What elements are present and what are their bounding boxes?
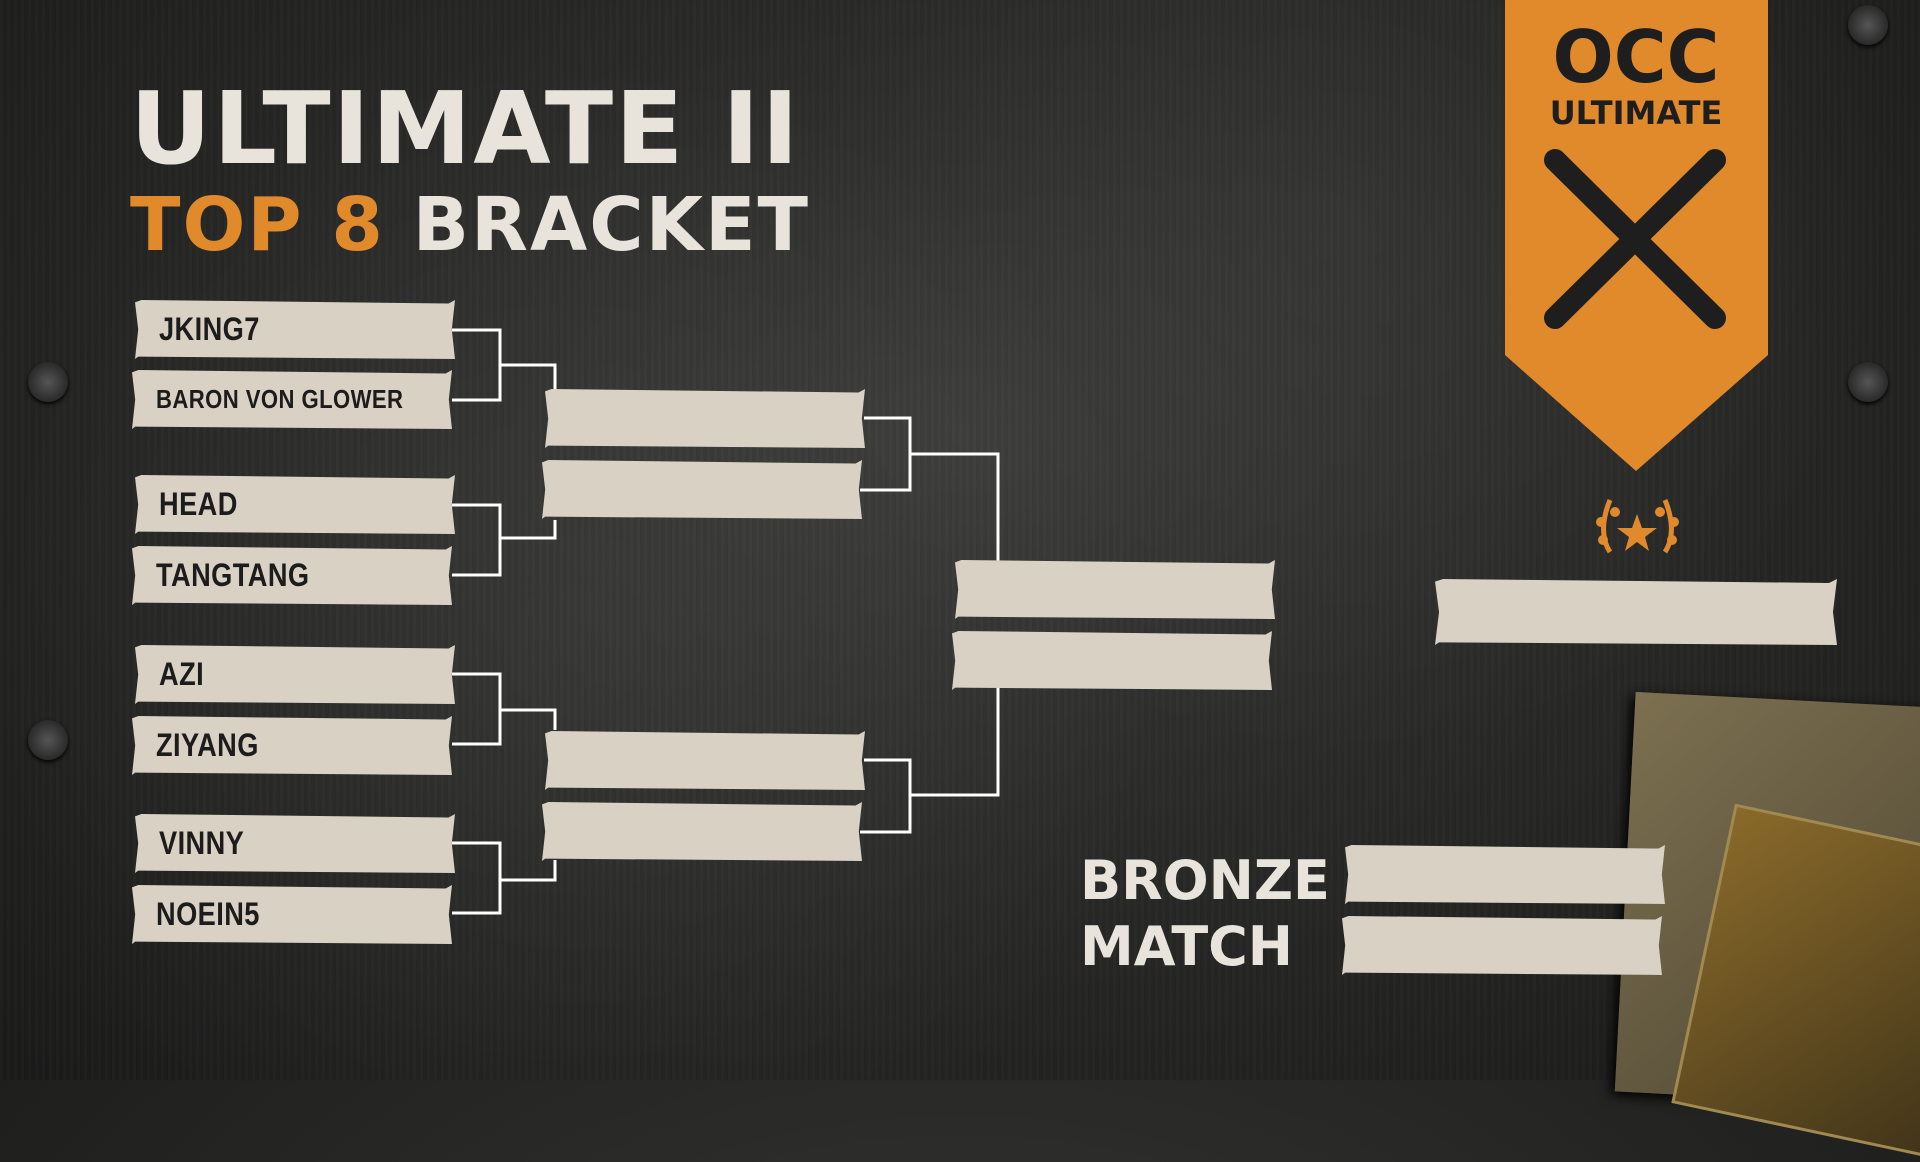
occ-ultimate-logo: OCC ULTIMATE: [1505, 0, 1768, 471]
bronze-label-line2: MATCH: [1080, 915, 1293, 978]
player-name: BARON VON GLOWER: [156, 384, 404, 414]
bolt-icon: [1848, 362, 1888, 402]
bracket-slot-r1[interactable]: NOEIN5: [132, 885, 452, 944]
bracket-slot-r1[interactable]: TANGTANG: [132, 546, 452, 605]
player-name: TANGTANG: [156, 557, 310, 593]
bracket-slot-r1[interactable]: VINNY: [135, 814, 455, 873]
bracket-slot-r1[interactable]: ZIYANG: [132, 716, 452, 775]
bolt-icon: [28, 720, 68, 760]
subtitle-rest: BRACKET: [412, 182, 810, 268]
svg-text:ULTIMATE: ULTIMATE: [1550, 94, 1723, 132]
player-name: ZIYANG: [156, 727, 259, 763]
svg-text:OCC: OCC: [1553, 15, 1720, 99]
player-name: NOEIN5: [156, 896, 260, 932]
bracket-slot-semifinal[interactable]: [545, 389, 865, 448]
bracket-slot-semifinal[interactable]: [542, 460, 862, 519]
player-name: VINNY: [159, 825, 245, 861]
bracket-slot-r1[interactable]: BARON VON GLOWER: [132, 370, 452, 429]
bracket-slot-final[interactable]: [955, 560, 1275, 619]
subtitle-accent: TOP 8: [130, 182, 385, 268]
laurel-star-icon: [1596, 499, 1679, 554]
bronze-slot[interactable]: [1342, 916, 1662, 975]
champion-slot[interactable]: [1435, 579, 1837, 645]
bronze-label-line1: BRONZE: [1080, 849, 1330, 912]
bracket-slot-semifinal[interactable]: [542, 802, 862, 861]
bracket-slot-semifinal[interactable]: [545, 731, 865, 790]
bronze-slot[interactable]: [1345, 845, 1665, 904]
bracket-slot-r1[interactable]: AZI: [135, 645, 455, 704]
bracket-slot-r1[interactable]: JKING7: [135, 300, 455, 359]
bracket-connectors: [0, 0, 1920, 1080]
bracket-slot-r1[interactable]: HEAD: [135, 475, 455, 534]
player-name: JKING7: [159, 311, 260, 347]
page-subtitle: TOP 8 BRACKET: [130, 182, 810, 268]
page-title: ULTIMATE II: [130, 70, 801, 187]
player-name: HEAD: [159, 486, 238, 522]
bracket-slot-final[interactable]: [952, 631, 1272, 690]
bolt-icon: [1848, 5, 1888, 45]
player-name: AZI: [159, 656, 205, 692]
bolt-icon: [28, 362, 68, 402]
